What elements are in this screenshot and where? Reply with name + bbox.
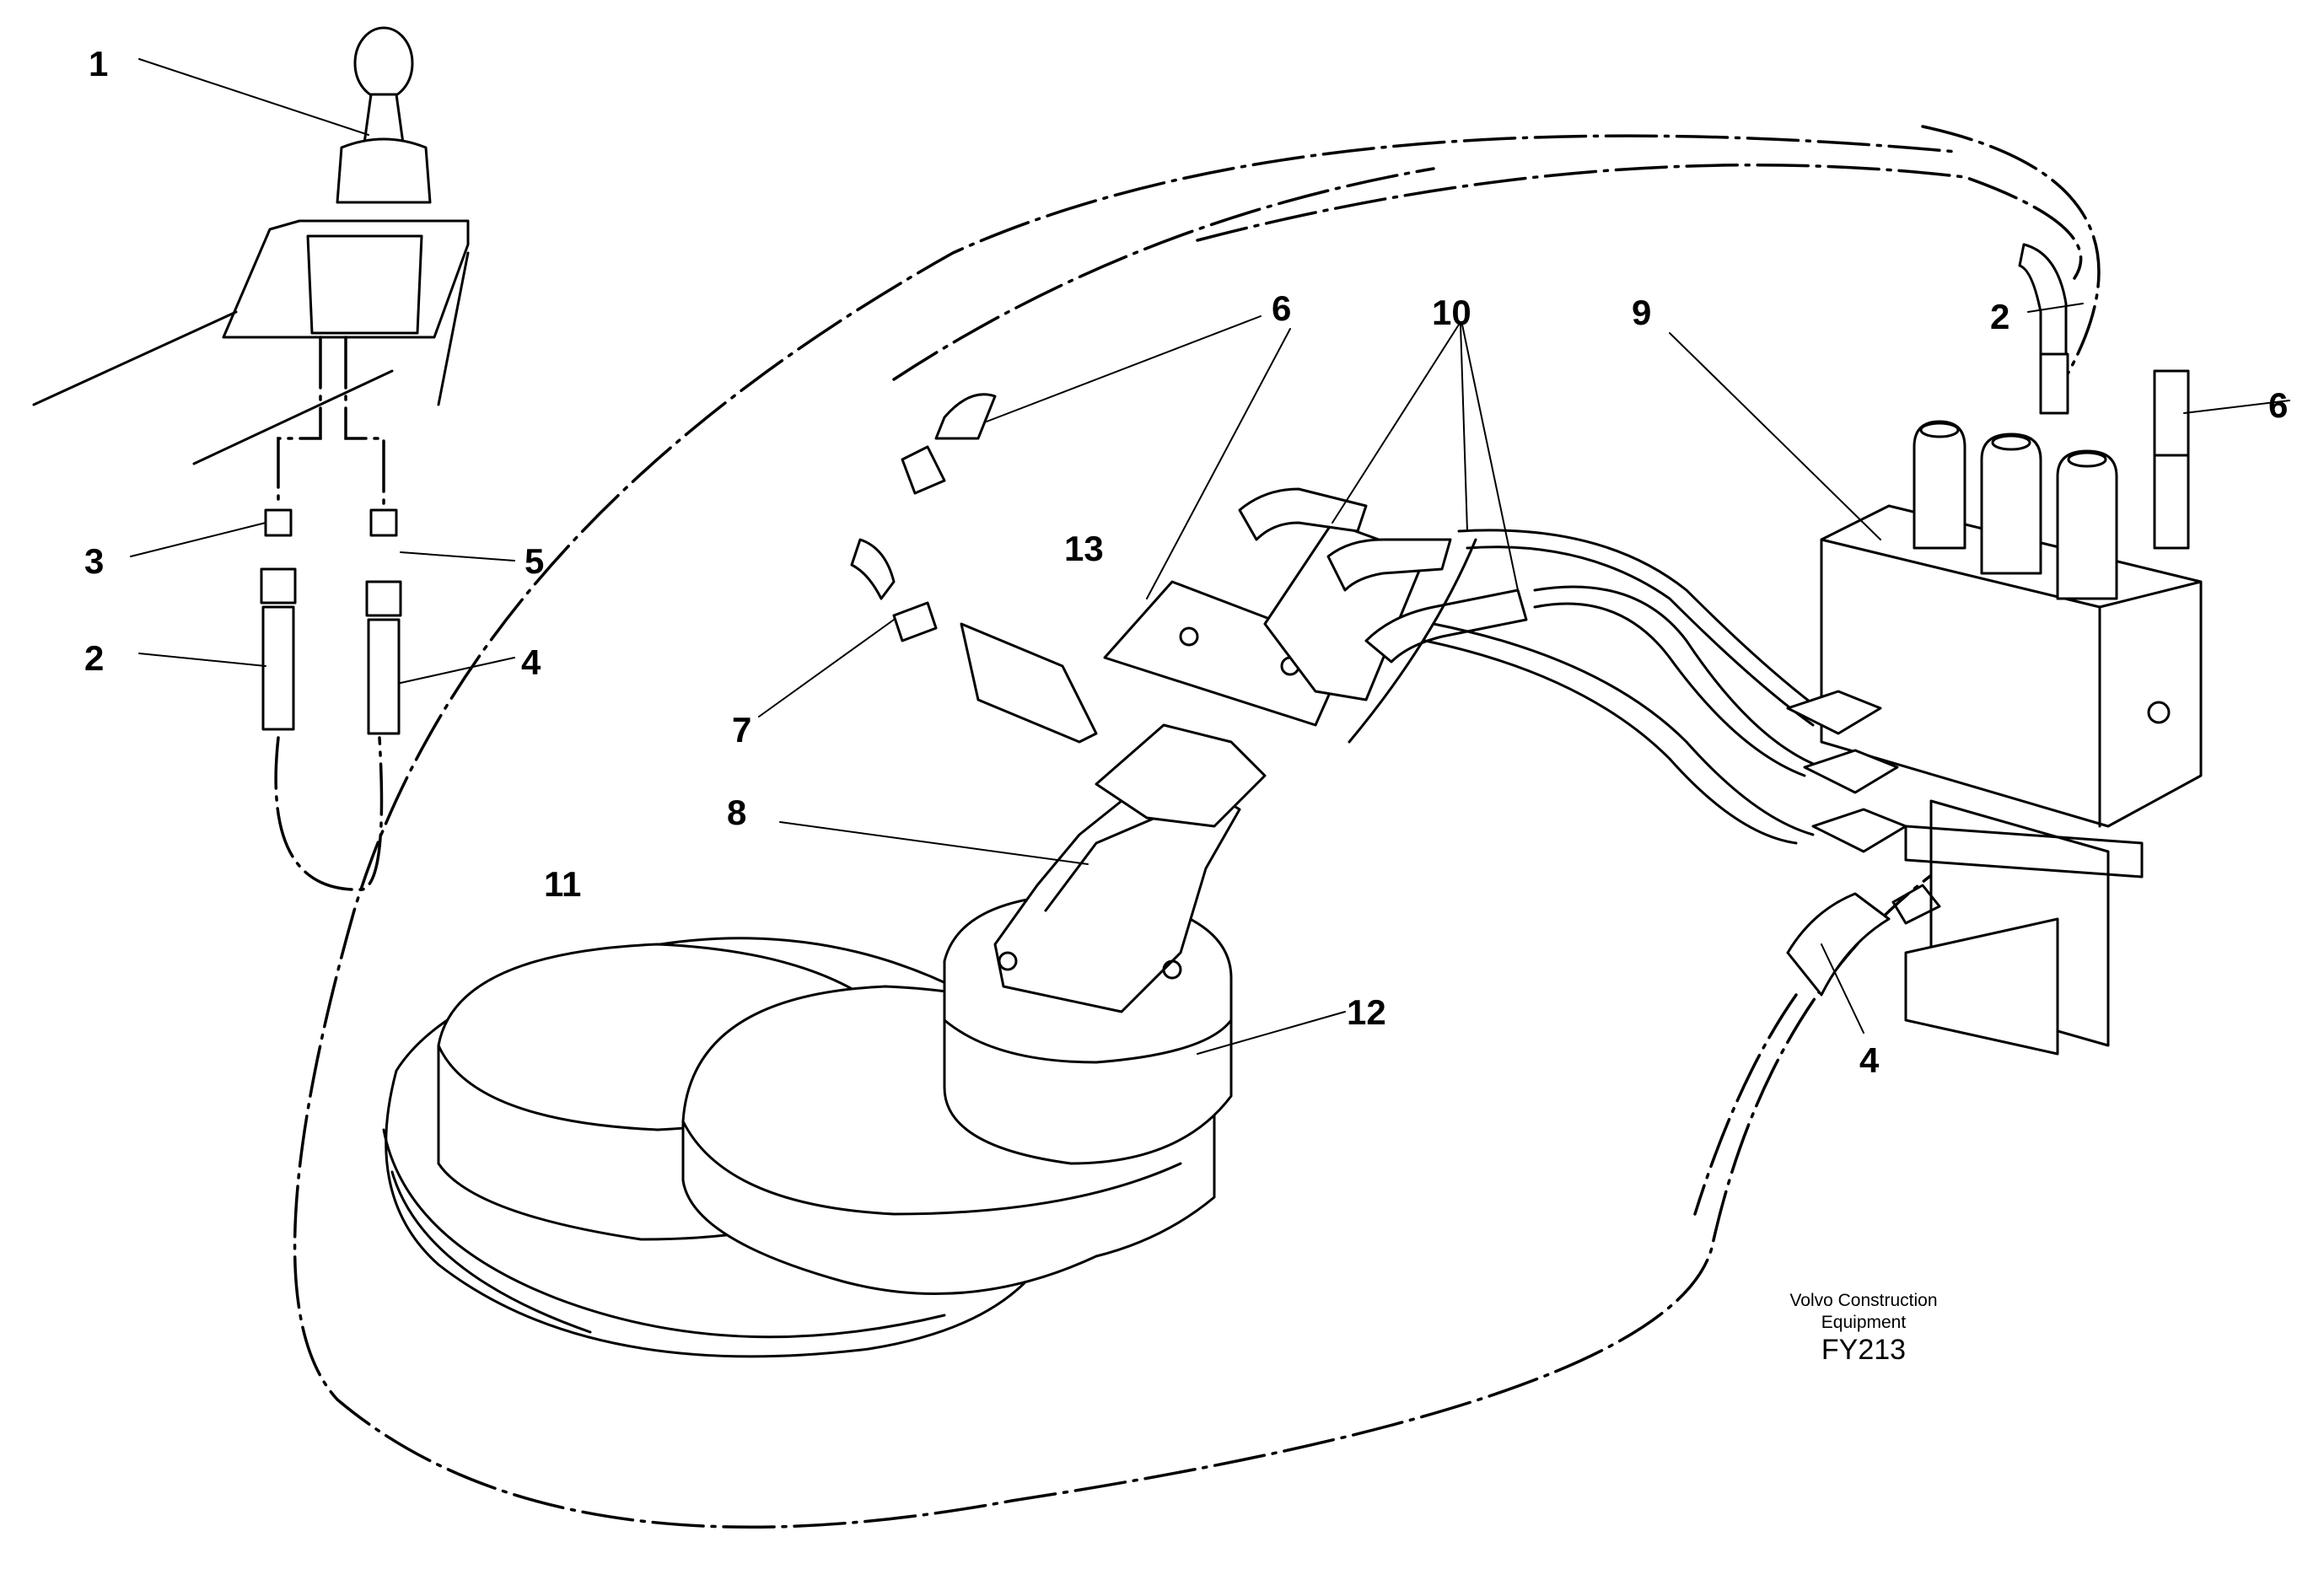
left-fittings xyxy=(260,508,402,891)
callout-12: 12 xyxy=(1347,992,1386,1032)
callout-7: 7 xyxy=(732,710,751,750)
callout-4-right: 4 xyxy=(1859,1040,1880,1080)
callout-8: 8 xyxy=(727,793,746,832)
callout-6-mid: 6 xyxy=(1272,288,1291,328)
callout-3: 3 xyxy=(84,541,104,581)
callout-10: 10 xyxy=(1432,293,1471,332)
leader-lines xyxy=(130,58,2290,1055)
control-valve xyxy=(1786,420,2203,1056)
credit-line-1: Volvo Construction xyxy=(1789,1291,1937,1310)
callout-2-right: 2 xyxy=(1990,297,2009,336)
callout-1: 1 xyxy=(89,44,108,83)
callout-6-right: 6 xyxy=(2268,385,2288,425)
elbow-and-block xyxy=(850,393,1427,1013)
credit-block: Volvo Construction Equipment FY213 xyxy=(1789,1291,1937,1366)
credit-line-2: Equipment xyxy=(1821,1313,1907,1332)
callout-2-left: 2 xyxy=(84,638,104,678)
callout-5: 5 xyxy=(525,541,544,581)
drawing-code: FY213 xyxy=(1821,1334,1906,1366)
pilot-control-lever xyxy=(32,26,470,508)
block-hoses xyxy=(1238,487,1832,845)
callout-9: 9 xyxy=(1632,293,1651,332)
return-line-loop xyxy=(293,125,2101,1529)
callout-labels: 1 3 2 5 4 6 13 7 8 10 9 2 6 11 12 4 xyxy=(84,44,2288,1080)
callout-13: 13 xyxy=(1064,529,1104,568)
callout-11: 11 xyxy=(544,864,581,904)
right-pilot-hoses xyxy=(1693,243,2190,1216)
swing-motor-base xyxy=(382,892,1233,1358)
callout-4-left: 4 xyxy=(521,642,541,682)
